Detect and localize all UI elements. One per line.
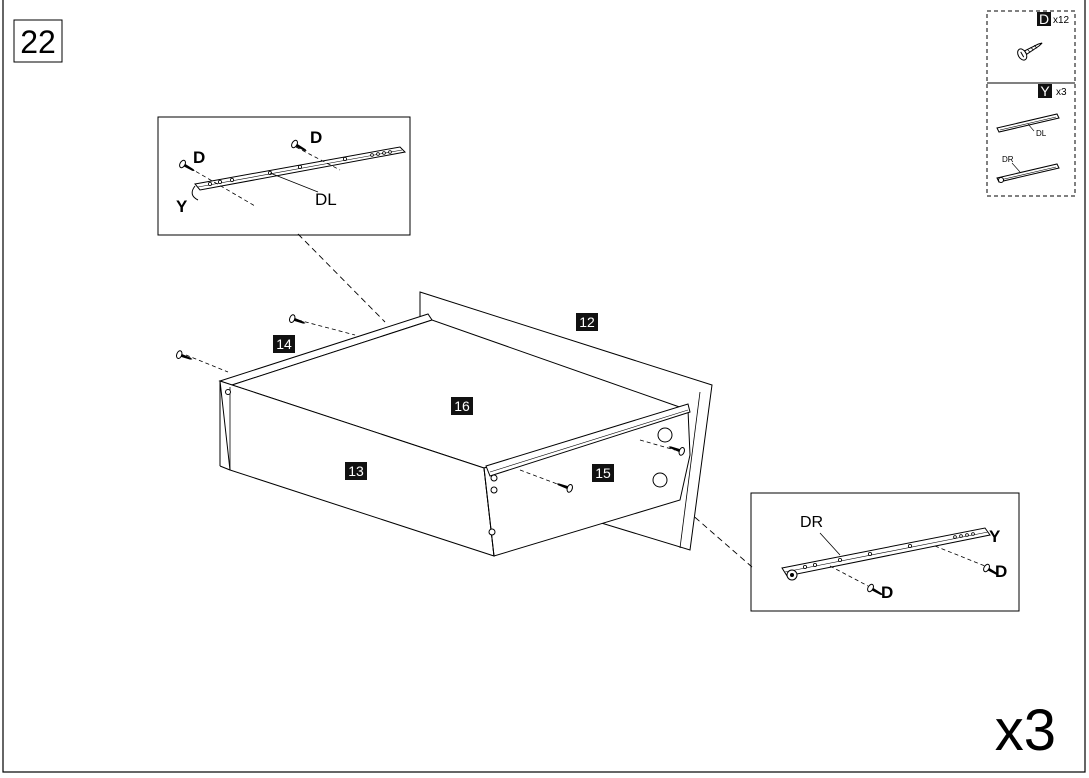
detail-left-screw-label-1: D	[193, 148, 205, 167]
screw-icon	[668, 446, 685, 456]
svg-text:16: 16	[454, 398, 470, 414]
panel-badge-back: 12	[576, 313, 598, 331]
detail-right-callout: D D Y DR	[750, 492, 1020, 612]
drawer-slide-icon: DL	[996, 113, 1060, 138]
detail-right-screw-label-2: D	[995, 562, 1007, 581]
part-d-code: D	[1039, 11, 1049, 27]
svg-text:15: 15	[595, 465, 611, 481]
detail-left-slide-label: Y	[176, 197, 188, 216]
svg-text:14: 14	[276, 336, 292, 352]
leader-line-left	[297, 233, 386, 323]
screw-icon	[556, 483, 573, 493]
multiplier-label: x3	[995, 698, 1056, 763]
detail-left-screw-label-2: D	[310, 128, 322, 147]
screw-icon	[867, 583, 883, 595]
part-d-qty: x12	[1053, 15, 1070, 26]
step-number-box: 22	[13, 19, 63, 63]
panel-badge-bottom: 16	[451, 397, 473, 415]
drawer-assembly	[218, 291, 713, 557]
panel-badge-right-side: 15	[592, 464, 614, 482]
right-rail	[485, 403, 691, 477]
screw-icon	[1017, 42, 1043, 61]
screw-icon	[179, 159, 195, 171]
screw-icon	[291, 139, 307, 151]
part-dl-label: DL	[1036, 129, 1047, 138]
screw-icon	[176, 350, 193, 360]
detail-right-rail-label: DR	[800, 514, 823, 531]
detail-left-rail-label: DL	[315, 190, 337, 209]
screw-icon	[983, 563, 999, 575]
part-y-badge	[1038, 84, 1052, 98]
part-y-qty: x3	[1056, 87, 1067, 98]
part-dr-label: DR	[1002, 155, 1014, 164]
drawer-slide-icon-right: DR	[996, 155, 1060, 183]
panel-badge-front: 13	[345, 462, 367, 480]
panel-badge-left-side: 14	[273, 335, 295, 353]
step-number: 22	[20, 24, 56, 60]
detail-right-slide-label: Y	[989, 527, 1001, 546]
parts-list: D x12 Y x3 DL DR	[986, 10, 1076, 197]
screw-icon	[289, 314, 306, 324]
svg-text:12: 12	[579, 314, 595, 330]
svg-text:13: 13	[348, 463, 364, 479]
part-d-badge	[1037, 12, 1051, 26]
assembly-screws	[176, 314, 685, 493]
detail-right-screw-label-1: D	[881, 583, 893, 602]
detail-left-callout: D D Y DL	[157, 116, 411, 236]
part-y-code: Y	[1040, 83, 1050, 99]
